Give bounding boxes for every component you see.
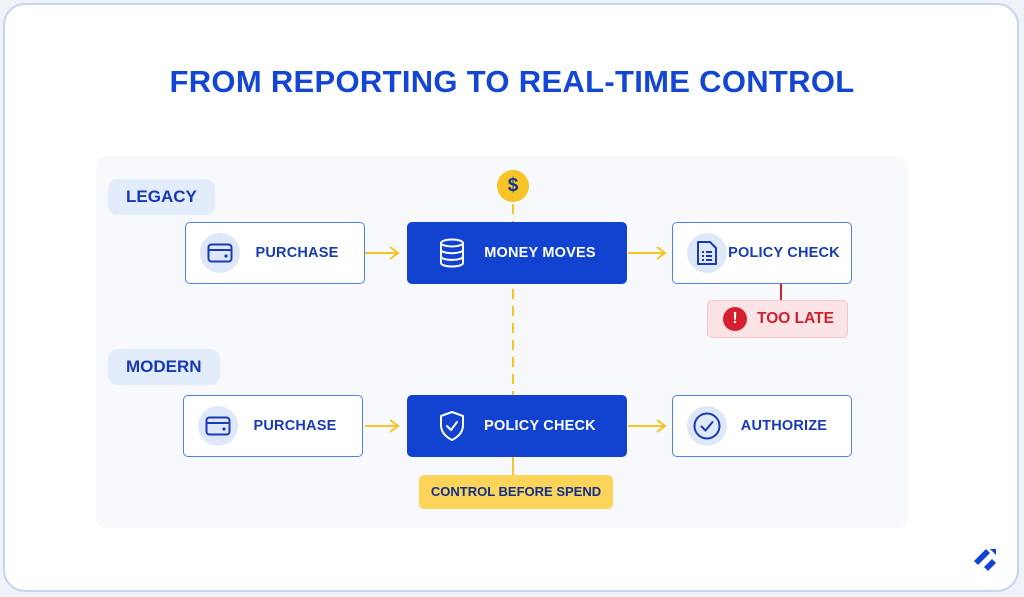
diagram-area	[96, 156, 908, 528]
modern-authorize-box: AUTHORIZE	[672, 395, 852, 457]
too-late-badge: ! TOO LATE	[707, 300, 848, 338]
arrow-modern-1	[365, 419, 400, 433]
check-circle-icon	[687, 406, 727, 446]
legacy-money-moves-label: MONEY MOVES	[484, 245, 596, 261]
legacy-label: LEGACY	[108, 179, 215, 215]
modern-purchase-label: PURCHASE	[253, 418, 337, 434]
document-list-icon	[687, 233, 727, 273]
brand-logo-icon	[974, 549, 996, 571]
database-icon	[432, 233, 472, 273]
legacy-policy-check-box: POLICY CHECK	[672, 222, 852, 284]
alert-icon: !	[723, 307, 747, 331]
shield-check-icon	[432, 406, 472, 446]
modern-policy-check-box: POLICY CHECK	[407, 395, 627, 457]
page-title: FROM REPORTING TO REAL-TIME CONTROL	[169, 64, 855, 99]
arrow-modern-2	[628, 419, 667, 433]
legacy-purchase-label: PURCHASE	[255, 245, 339, 261]
legacy-money-moves-box: MONEY MOVES	[407, 222, 627, 284]
credit-card-icon	[200, 233, 240, 273]
modern-purchase-box: PURCHASE	[183, 395, 363, 457]
modern-policy-check-label: POLICY CHECK	[484, 418, 596, 434]
dollar-coin-icon: $	[497, 170, 529, 202]
modern-authorize-label: AUTHORIZE	[740, 418, 828, 434]
modern-label: MODERN	[108, 349, 220, 385]
legacy-purchase-box: PURCHASE	[185, 222, 365, 284]
arrow-legacy-2	[628, 246, 667, 260]
too-late-label: TOO LATE	[757, 310, 834, 327]
credit-card-icon	[198, 406, 238, 446]
control-before-spend-callout: CONTROL BEFORE SPEND	[419, 475, 613, 509]
arrow-legacy-1	[365, 246, 400, 260]
legacy-policy-check-label: POLICY CHECK	[728, 245, 840, 261]
